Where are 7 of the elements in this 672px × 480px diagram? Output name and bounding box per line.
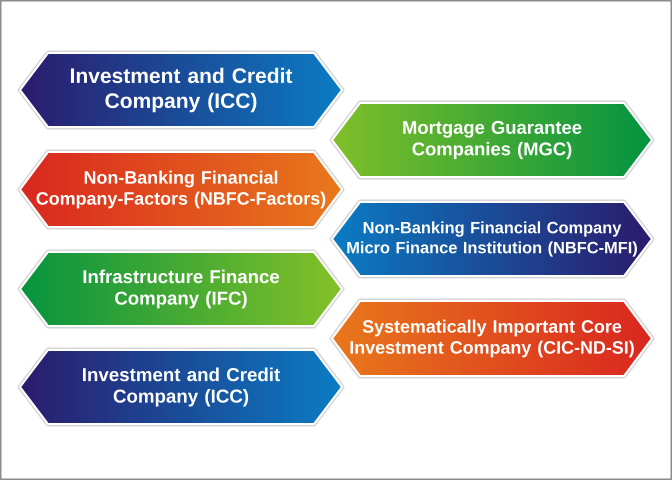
hexagon-box: Mortgage Guarantee Companies (MGC) bbox=[330, 100, 654, 180]
hexagon-box: Investment and Credit Company (ICC) bbox=[18, 50, 344, 130]
hexagon-box: Infrastructure Finance Company (IFC) bbox=[18, 250, 344, 328]
hexagon-box: Non-Banking Financial Company-Factors (NBFC-Factors) bbox=[18, 150, 344, 230]
hexagon-box: Systematically Important Core Investment Company (CIC-ND-SI) bbox=[330, 298, 654, 378]
hexagon-box: Investment and Credit Company (ICC) bbox=[18, 348, 344, 426]
hexagon-box: Non-Banking Financial Company Micro Finance Institution (NBFC-MFI) bbox=[330, 200, 654, 278]
